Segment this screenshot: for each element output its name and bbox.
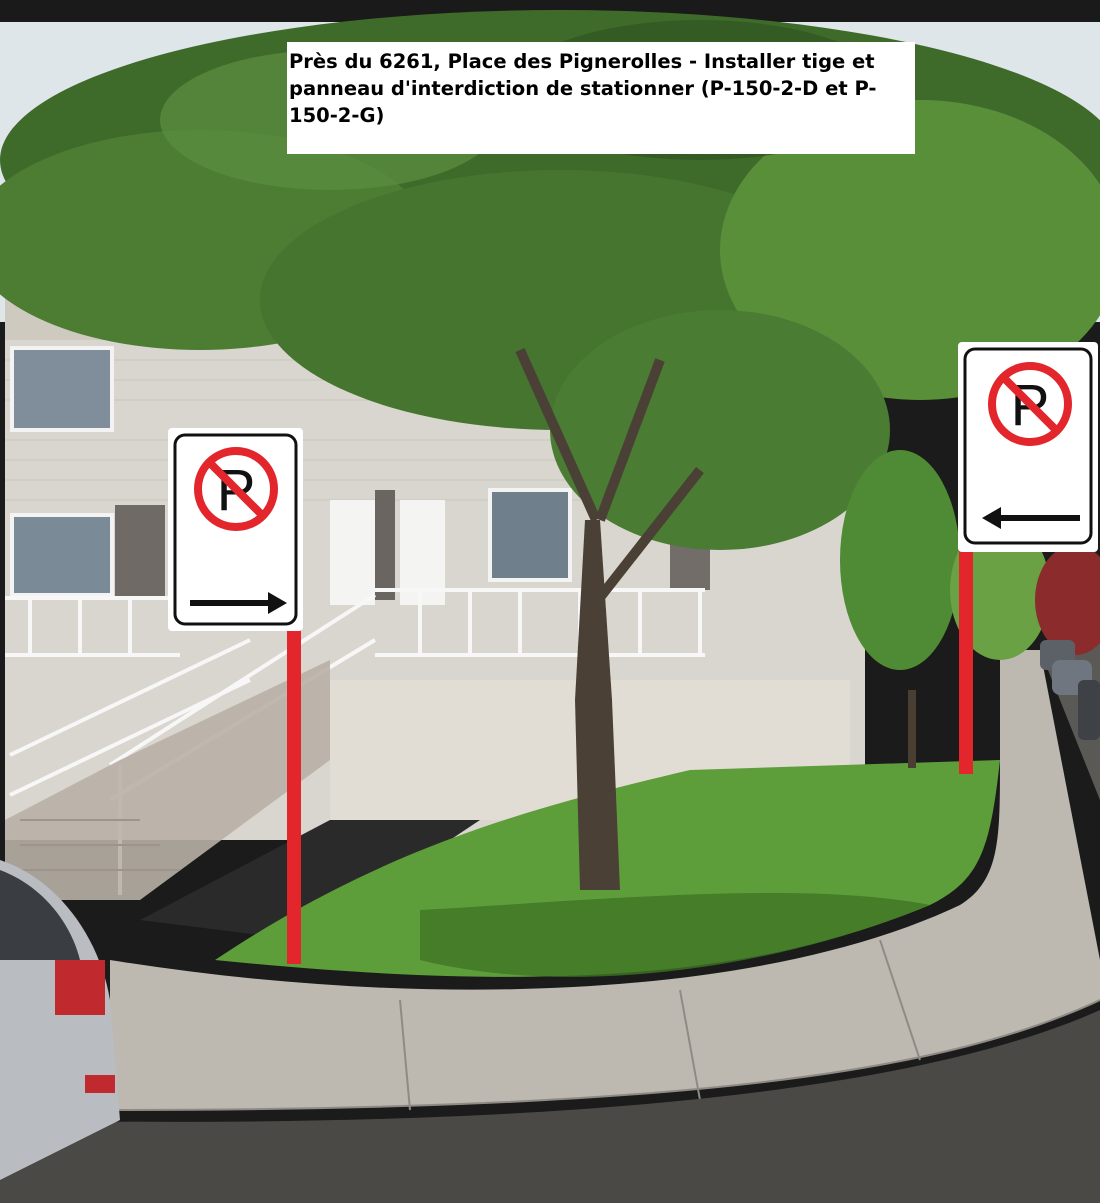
- no-parking-icon: P: [988, 362, 1072, 446]
- parked-car: [0, 860, 120, 1180]
- sign-post-left: [287, 628, 301, 964]
- road: [0, 1010, 1100, 1203]
- arrow-right-icon: [190, 592, 287, 614]
- small-tree-trunk: [908, 690, 916, 768]
- no-parking-icon: P: [194, 447, 278, 531]
- tree-trunk: [575, 520, 620, 890]
- stairs: [5, 660, 330, 900]
- caption-box: Près du 6261, Place des Pignerolles - In…: [287, 42, 915, 154]
- no-parking-sign-right-arrow: P: [168, 428, 303, 631]
- caption-text: Près du 6261, Place des Pignerolles - In…: [289, 50, 877, 127]
- street-cars: [1040, 640, 1100, 740]
- sidewalk: [110, 650, 1100, 1110]
- arrow-left-icon: [982, 507, 1080, 529]
- no-parking-sign-left-arrow: P: [958, 342, 1098, 552]
- driveway: [140, 820, 480, 940]
- sign-post-right: [959, 550, 973, 774]
